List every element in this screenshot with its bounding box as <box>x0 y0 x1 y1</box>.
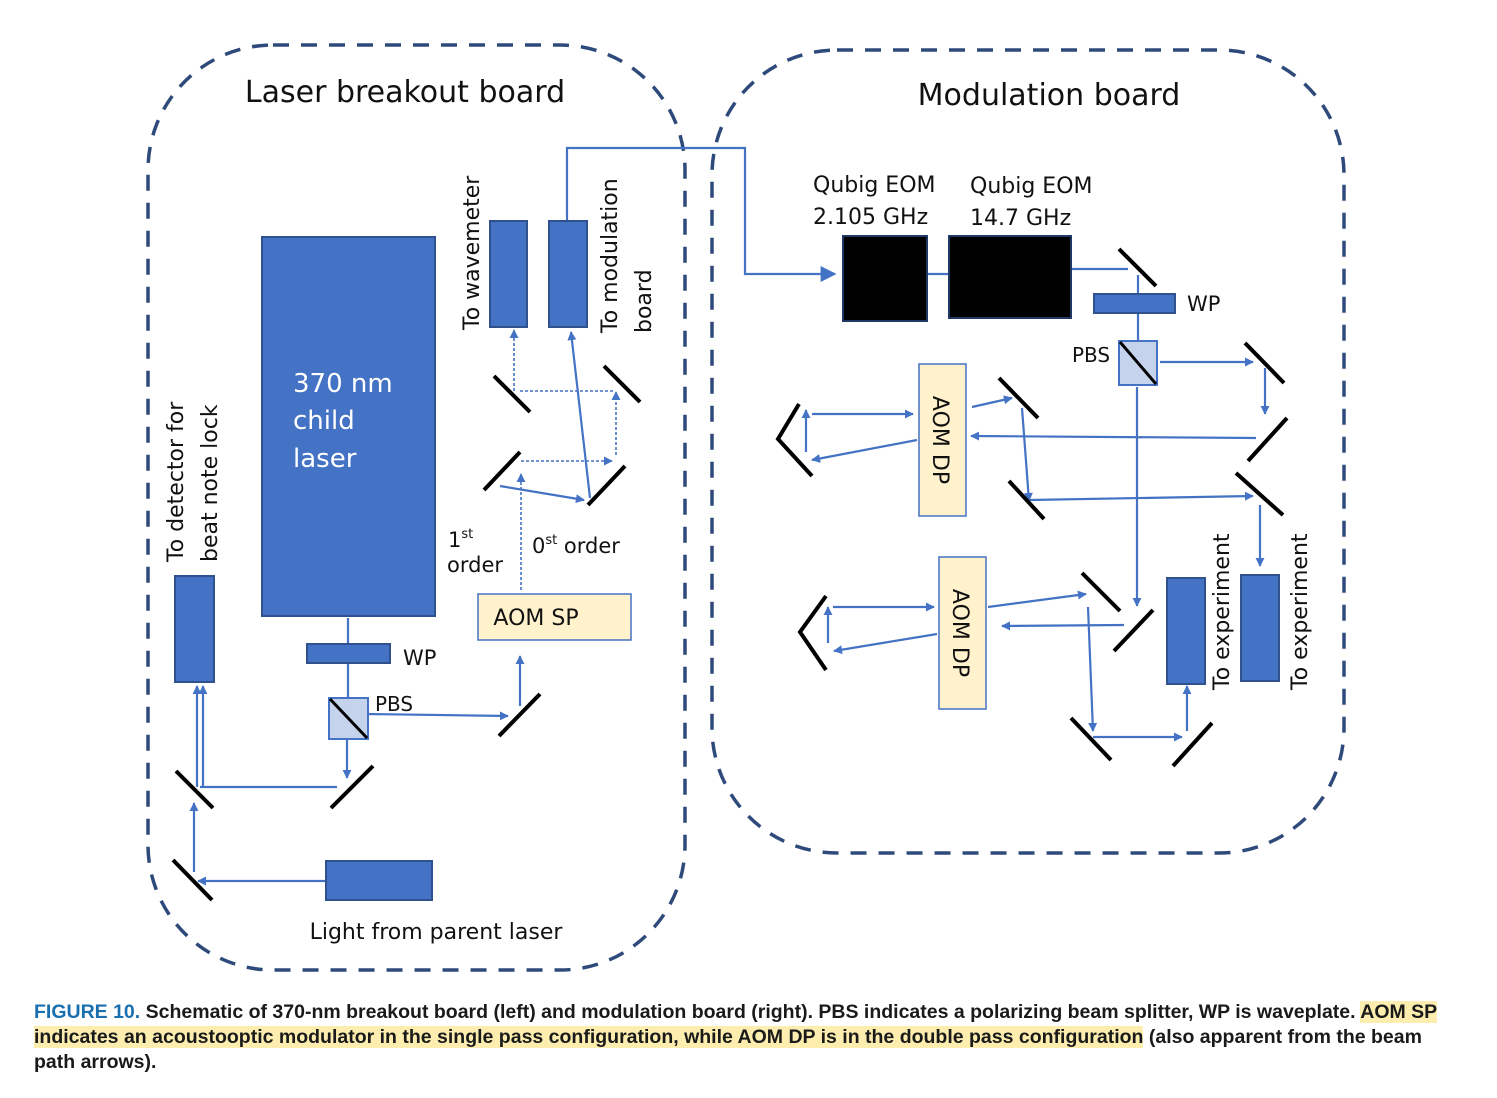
detector-label-2: beat note lock <box>198 404 223 562</box>
mirror <box>492 374 532 414</box>
child-laser-label-1: 370 nm <box>293 369 393 399</box>
experiment-fiber-1 <box>1166 577 1206 685</box>
left-waveplate-label: WP <box>403 646 436 670</box>
mirror <box>1246 416 1289 463</box>
right-board-mirrors <box>775 247 1289 768</box>
experiment-label-1: To experiment <box>1210 533 1235 691</box>
zeroth-order-label: 0st order <box>532 533 620 558</box>
mirror <box>1112 608 1155 653</box>
left-board-first-order-beams <box>509 329 621 590</box>
mirror <box>1234 471 1285 517</box>
left-pbs-label: PBS <box>375 692 413 716</box>
mirror <box>482 450 522 492</box>
eom-14-7-ghz <box>948 235 1072 319</box>
retroreflector-lower <box>797 594 828 672</box>
aom-sp-label: AOM SP <box>493 606 578 631</box>
caption-text-1: Schematic of 370-nm breakout board (left… <box>140 1001 1361 1023</box>
mirror <box>1117 247 1158 288</box>
left-board-mirrors <box>171 364 642 902</box>
aom-dp-upper <box>918 363 967 517</box>
left-waveplate <box>306 643 391 664</box>
mirror <box>1080 571 1122 613</box>
retroreflector-upper <box>775 402 814 478</box>
left-board-beams <box>189 146 837 886</box>
mirror <box>174 769 215 810</box>
child-laser <box>261 236 436 617</box>
eom1-label-2: 2.105 GHz <box>813 205 928 230</box>
detector-label-1: To detector for <box>164 401 189 563</box>
first-order-word: order <box>447 553 503 577</box>
modulation-board-outline <box>710 48 1346 855</box>
right-pbs-label: PBS <box>1072 343 1110 367</box>
mirror <box>1007 479 1046 521</box>
figure-number: FIGURE 10. <box>34 1001 141 1023</box>
modulation-fiber <box>548 220 588 328</box>
parent-laser-fiber <box>325 860 433 901</box>
eom1-label-1: Qubig EOM <box>813 173 936 198</box>
parent-laser-label: Light from parent laser <box>310 920 564 945</box>
mirror <box>1243 341 1286 385</box>
right-waveplate <box>1093 293 1176 314</box>
mirror <box>1069 716 1113 762</box>
mirror <box>329 764 375 810</box>
aom-dp-upper-label: AOM DP <box>927 396 952 484</box>
left-pbs-splitter <box>328 697 369 740</box>
child-laser-label-3: laser <box>293 444 357 474</box>
right-pbs-splitter <box>1118 341 1158 385</box>
mirror <box>497 692 542 738</box>
to-modulation-label-1: To modulation <box>598 178 623 334</box>
experiment-label-2: To experiment <box>1288 533 1313 691</box>
eom-2105-ghz <box>842 235 928 322</box>
child-laser-label-2: child <box>293 406 355 436</box>
figure-caption: FIGURE 10. Schematic of 370-nm breakout … <box>34 1000 1464 1075</box>
laser-breakout-board-outline <box>146 43 687 972</box>
mirror <box>171 858 214 902</box>
right-waveplate-label: WP <box>1187 292 1220 316</box>
mirror <box>997 376 1040 420</box>
to-wavemeter-label: To wavemeter <box>460 175 485 331</box>
mirror <box>586 464 627 507</box>
optical-schematic: Laser breakout board Modulation board <box>146 43 1346 972</box>
right-board-beams <box>801 267 1270 742</box>
modulation-board-title: Modulation board <box>918 78 1181 113</box>
aom-dp-lower <box>938 556 987 710</box>
wavemeter-fiber <box>489 220 528 328</box>
aom-dp-lower-label: AOM DP <box>947 589 972 677</box>
eom2-label-2: 14.7 GHz <box>970 206 1071 231</box>
mirror <box>602 364 642 404</box>
caption-text-2: (also apparent from the beam path arrows… <box>34 1026 1422 1073</box>
aom-sp <box>477 593 632 641</box>
mirror <box>1171 721 1214 768</box>
first-order-label: 1st <box>448 527 473 552</box>
to-modulation-label-2: board <box>632 269 657 333</box>
eom2-label-1: Qubig EOM <box>970 174 1093 199</box>
experiment-fiber-2 <box>1240 574 1280 682</box>
detector-fiber <box>174 575 215 683</box>
laser-breakout-board-title: Laser breakout board <box>245 75 565 110</box>
